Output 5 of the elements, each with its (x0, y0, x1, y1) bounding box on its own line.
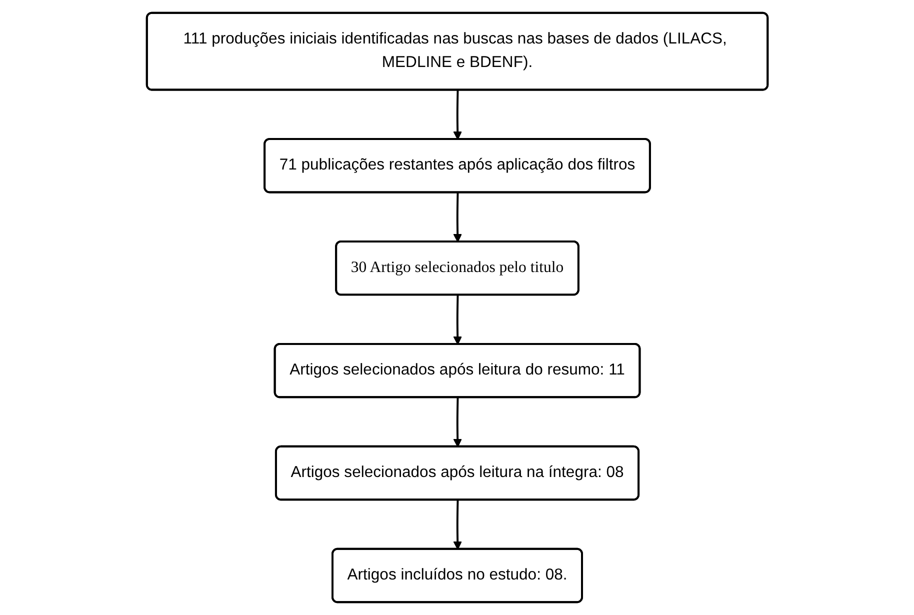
arrow (453, 295, 462, 345)
arrow (453, 90, 462, 140)
arrow (453, 192, 462, 242)
arrow (453, 500, 462, 550)
arrow (453, 398, 462, 448)
